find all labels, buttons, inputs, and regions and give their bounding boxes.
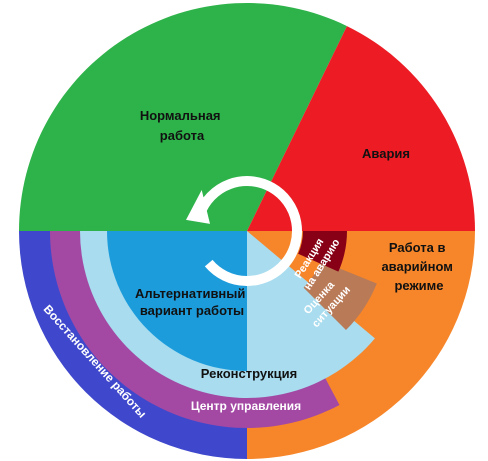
band-accident-reaction	[298, 231, 347, 272]
band-situation-assessment	[303, 260, 377, 330]
label-reconstruction: Реконструкция	[201, 366, 297, 381]
label-accident: Авария	[362, 146, 410, 161]
label-emergency-mode: Работа в аварийном режиме	[381, 240, 456, 293]
label-normal-operation: Нормальная работа	[140, 108, 224, 143]
label-alternative-mode: Альтернативный вариант работы	[135, 286, 249, 318]
sector-accident	[247, 26, 475, 232]
label-control-center: Центр управления	[191, 399, 301, 413]
cycle-arrow-icon	[186, 176, 302, 286]
sector-normal-operation	[19, 2, 347, 231]
